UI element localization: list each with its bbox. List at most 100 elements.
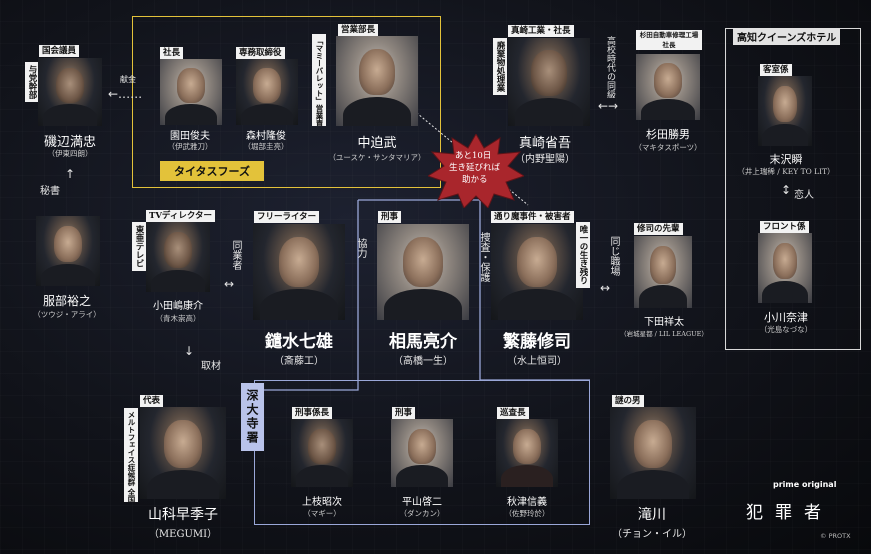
donation-label: 献金 xyxy=(120,75,136,84)
sugita-photo xyxy=(636,54,700,120)
masaki-role: 真崎工業・社長 xyxy=(508,25,574,37)
morimura-photo xyxy=(236,59,298,125)
sonoda-actor: （伊武雅刀） xyxy=(167,142,213,151)
same-workplace-label: 同じ職場 xyxy=(608,236,619,276)
masaki-role-vertical: 廃棄物処理業 xyxy=(493,38,507,95)
takigawa-role: 謎の男 xyxy=(612,395,644,407)
ogawa-actor: （光島なづな） xyxy=(759,325,813,334)
aima-photo xyxy=(377,224,469,320)
same-trade-arrow: ↔ xyxy=(224,277,235,291)
same-workplace-arrow: ↔ xyxy=(600,281,611,295)
nakasako-role: 営業部長 xyxy=(338,24,379,36)
shimoda-name: 下田祥太 xyxy=(644,317,684,328)
shigefuji-actor: （水上恒司） xyxy=(507,356,567,367)
sugita-actor: （マキタスポーツ） xyxy=(634,143,702,152)
nakasako-actor: （ユースケ・サンタマリア） xyxy=(328,153,426,162)
morimura-name: 森村隆俊 xyxy=(246,131,286,142)
kagimizu-name: 鑓水七雄 xyxy=(265,332,333,352)
morimura-role: 専務取締役 xyxy=(236,47,285,59)
hotel-label: 高知クイーンズホテル xyxy=(733,28,841,45)
sonoda-role: 社長 xyxy=(160,47,184,59)
lovers-label: 恋人 xyxy=(794,190,814,201)
aima-actor: （高橋一生） xyxy=(393,356,453,367)
kagimizu-actor: （斎藤工） xyxy=(274,356,324,367)
aima-role: 刑事 xyxy=(378,211,402,223)
yamashina-role: 代表 xyxy=(140,395,164,407)
suezawa-role: 客室係 xyxy=(760,64,792,76)
suezawa-name: 末沢瞬 xyxy=(769,153,803,166)
isobe-name: 磯辺満忠 xyxy=(43,135,97,150)
show-title-logo: 犯罪者 xyxy=(746,503,833,523)
ogawa-role: フロント係 xyxy=(760,221,809,233)
donation-arrow: ←‥‥‥ xyxy=(108,87,143,101)
masaki-actor: （内野聖陽） xyxy=(515,154,575,165)
nakasako-name: 中迫武 xyxy=(357,136,397,151)
kagimizu-photo xyxy=(253,224,345,320)
secretary-arrow: ↑ xyxy=(65,167,76,181)
sonoda-name: 園田俊夫 xyxy=(170,131,210,142)
titas-foods-label: タイタスフーズ xyxy=(160,161,265,181)
shimoda-photo xyxy=(634,236,692,308)
uesugi-actor: （マギー） xyxy=(303,509,341,518)
kagimizu-role: フリーライター xyxy=(254,211,320,223)
aima-name: 相馬亮介 xyxy=(389,332,457,352)
yamashina-role-vertical: メルトフェイス症候群 全国連絡会 xyxy=(124,408,138,502)
interview-label: 取材 xyxy=(201,361,221,372)
shimoda-actor: （岩城星都 / LIL LEAGUE） xyxy=(620,330,708,338)
kodahashima-actor: （青木崇高） xyxy=(155,314,201,323)
nakasako-role-vertical: 「マミーバレット」営業責任者 xyxy=(312,34,326,126)
uesugi-name: 上枝昭次 xyxy=(302,497,342,508)
sugita-name: 杉田勝男 xyxy=(646,128,690,141)
takigawa-name: 滝川 xyxy=(638,507,666,523)
isobe-actor: （伊東四朗） xyxy=(47,149,93,158)
masaki-name: 真崎省吾 xyxy=(518,136,572,151)
hattori-actor: （ツウジ・アライ） xyxy=(33,310,101,319)
yamashina-actor: （MEGUMI） xyxy=(148,529,218,540)
fukadaiji-police-box xyxy=(254,380,590,525)
shigefuji-photo xyxy=(491,224,583,320)
ogawa-photo xyxy=(758,233,812,303)
cooperation-bracket xyxy=(255,200,359,391)
classmate-label: 高校時代の同級生 xyxy=(605,36,615,98)
hattori-name: 服部裕之 xyxy=(42,294,92,308)
suezawa-actor: （井上瑞稀 / KEY TO LIT） xyxy=(737,167,835,176)
uesugi-photo xyxy=(291,419,353,487)
interview-arrow: ↓ xyxy=(184,344,195,358)
cooperation-label: 協力 xyxy=(355,238,366,258)
fukadaiji-police-label: 深大寺署 xyxy=(241,383,264,451)
uesugi-role: 刑事係長 xyxy=(292,407,333,419)
nakasako-photo xyxy=(336,36,418,126)
akii-name: 秋津信義 xyxy=(507,497,547,508)
hirayama-name: 平山啓二 xyxy=(402,497,442,508)
prime-original-logo: prime original xyxy=(773,480,837,489)
kodahashima-role-vertical: 東亜テレビ xyxy=(132,222,146,271)
same-trade-label: 同業者 xyxy=(230,240,241,270)
classmate-arrow: ←→ xyxy=(598,99,619,113)
ogawa-name: 小川奈津 xyxy=(764,311,808,324)
yamashina-photo xyxy=(140,407,226,499)
shigefuji-role-vertical: 唯一の生き残り xyxy=(576,222,590,288)
morimura-actor: （堀部圭亮） xyxy=(243,142,289,151)
burst-line2: 生き延びれば xyxy=(449,163,501,173)
akii-role: 巡査長 xyxy=(497,407,529,419)
yamashina-name: 山科早季子 xyxy=(148,507,218,523)
akii-photo xyxy=(496,419,558,487)
akii-actor: （佐野玲於） xyxy=(504,509,550,518)
takigawa-photo xyxy=(610,407,696,499)
lovers-arrow: ↕ xyxy=(781,183,792,197)
copyright: © PROTX xyxy=(820,532,851,540)
burst-line1: あと10日 xyxy=(455,151,492,161)
suezawa-photo xyxy=(758,76,812,146)
shimoda-role: 修司の先輩 xyxy=(634,223,683,235)
shigefuji-name: 繁藤修司 xyxy=(503,332,571,352)
sugita-role: 杉田自動車修理工場 社長 xyxy=(636,30,702,50)
hirayama-role: 刑事 xyxy=(392,407,416,419)
secretary-label: 秘書 xyxy=(40,186,60,197)
kodahashima-role: TVディレクター xyxy=(146,210,215,222)
takigawa-actor: （チョン・イル） xyxy=(612,529,692,540)
warning-burst xyxy=(428,134,524,208)
masaki-photo xyxy=(508,38,590,126)
isobe-role-vertical: 与党幹部 xyxy=(25,62,39,102)
kodahashima-name: 小田嶋康介 xyxy=(153,301,203,312)
